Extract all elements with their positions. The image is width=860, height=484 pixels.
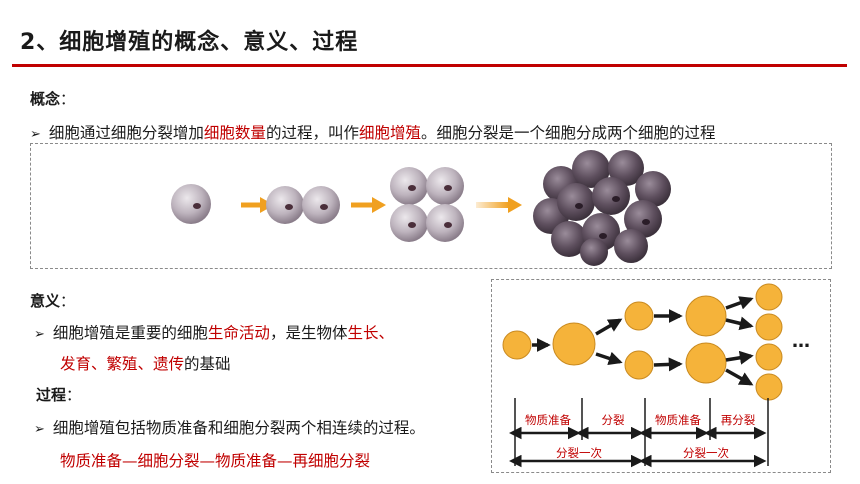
seg-division: 分裂 xyxy=(602,413,625,427)
significance-text-2: ，是生物体 xyxy=(269,324,348,342)
significance-text-1: 细胞增殖是重要的细胞 xyxy=(52,324,208,342)
cell-proliferation-diagram: … 物质准备 分裂 物质准备 再分裂 分裂一次 分裂一次 xyxy=(491,279,831,473)
process-heading: 过程： xyxy=(36,384,81,405)
concept-highlight-1: 细胞数量 xyxy=(203,124,266,142)
significance-highlight-1: 生命活动 xyxy=(207,324,270,342)
ellipsis: … xyxy=(792,331,810,352)
cycle-label-1: 分裂一次 xyxy=(556,446,602,460)
process-text-line1: ➢ 细胞增殖包括物质准备和细胞分裂两个相连续的过程。 xyxy=(34,416,425,438)
cell-division-figure xyxy=(171,150,671,266)
four-cells xyxy=(390,167,464,242)
process-label: 过程 xyxy=(36,386,67,404)
page-title: 2、细胞增殖的概念、意义、过程 xyxy=(20,30,359,55)
concept-text-3: 。细胞分裂是一个细胞分成两个细胞的过程 xyxy=(420,124,716,142)
cells xyxy=(502,283,783,401)
process-text-1: 细胞增殖包括物质准备和细胞分裂两个相连续的过程。 xyxy=(52,419,425,437)
arrow-3-head xyxy=(508,197,522,213)
seg-material-prep-2: 物质准备 xyxy=(655,413,701,427)
concept-highlight-2: 细胞增殖 xyxy=(358,124,421,142)
significance-colon: ： xyxy=(60,292,76,310)
title-underline xyxy=(12,64,847,67)
significance-highlight-3: 发育、繁殖、遗传 xyxy=(60,355,185,373)
concept-text-2: 的过程，叫作 xyxy=(265,124,359,142)
proliferation-figure: … 物质准备 分裂 物质准备 再分裂 分裂一次 分裂一次 xyxy=(502,283,810,468)
significance-heading: 意义： xyxy=(30,290,75,311)
dashed-arrow-3 xyxy=(476,202,509,208)
cycle-label-2: 分裂一次 xyxy=(683,446,729,460)
cell-mass xyxy=(533,150,671,266)
significance-highlight-2: 生长、 xyxy=(347,324,394,342)
process-red-sequence: 物质准备—细胞分裂—物质准备—再细胞分裂 xyxy=(60,452,371,470)
concept-heading: 概念： xyxy=(30,88,75,109)
significance-text-3: 的基础 xyxy=(184,355,231,373)
significance-label: 意义 xyxy=(30,292,61,310)
concept-colon: ： xyxy=(60,90,76,108)
arrow-bullet-icon: ➢ xyxy=(34,422,45,437)
seg-redivision: 再分裂 xyxy=(721,413,756,427)
two-cells xyxy=(266,186,340,224)
significance-text-line2: 发育、繁殖、遗传的基础 xyxy=(60,352,231,374)
arrow-bullet-icon: ➢ xyxy=(34,327,45,342)
single-cell xyxy=(171,184,211,224)
concept-text: ➢ 细胞通过细胞分裂增加细胞数量的过程，叫作细胞增殖。细胞分裂是一个细胞分成两个细… xyxy=(30,121,715,143)
arrow-bullet-icon: ➢ xyxy=(30,127,41,142)
process-colon: ： xyxy=(66,386,82,404)
concept-label: 概念 xyxy=(30,90,61,108)
timeline-arrows xyxy=(509,426,767,468)
significance-text-line1: ➢ 细胞增殖是重要的细胞生命活动，是生物体生长、 xyxy=(34,321,394,343)
cell-division-illustration xyxy=(30,143,832,269)
seg-material-prep-1: 物质准备 xyxy=(525,413,571,427)
timeline-labels: 物质准备 分裂 物质准备 再分裂 分裂一次 分裂一次 xyxy=(525,413,756,460)
arrow-2-head xyxy=(372,197,386,213)
growth-arrows xyxy=(532,296,754,386)
concept-text-1: 细胞通过细胞分裂增加 xyxy=(48,124,204,142)
